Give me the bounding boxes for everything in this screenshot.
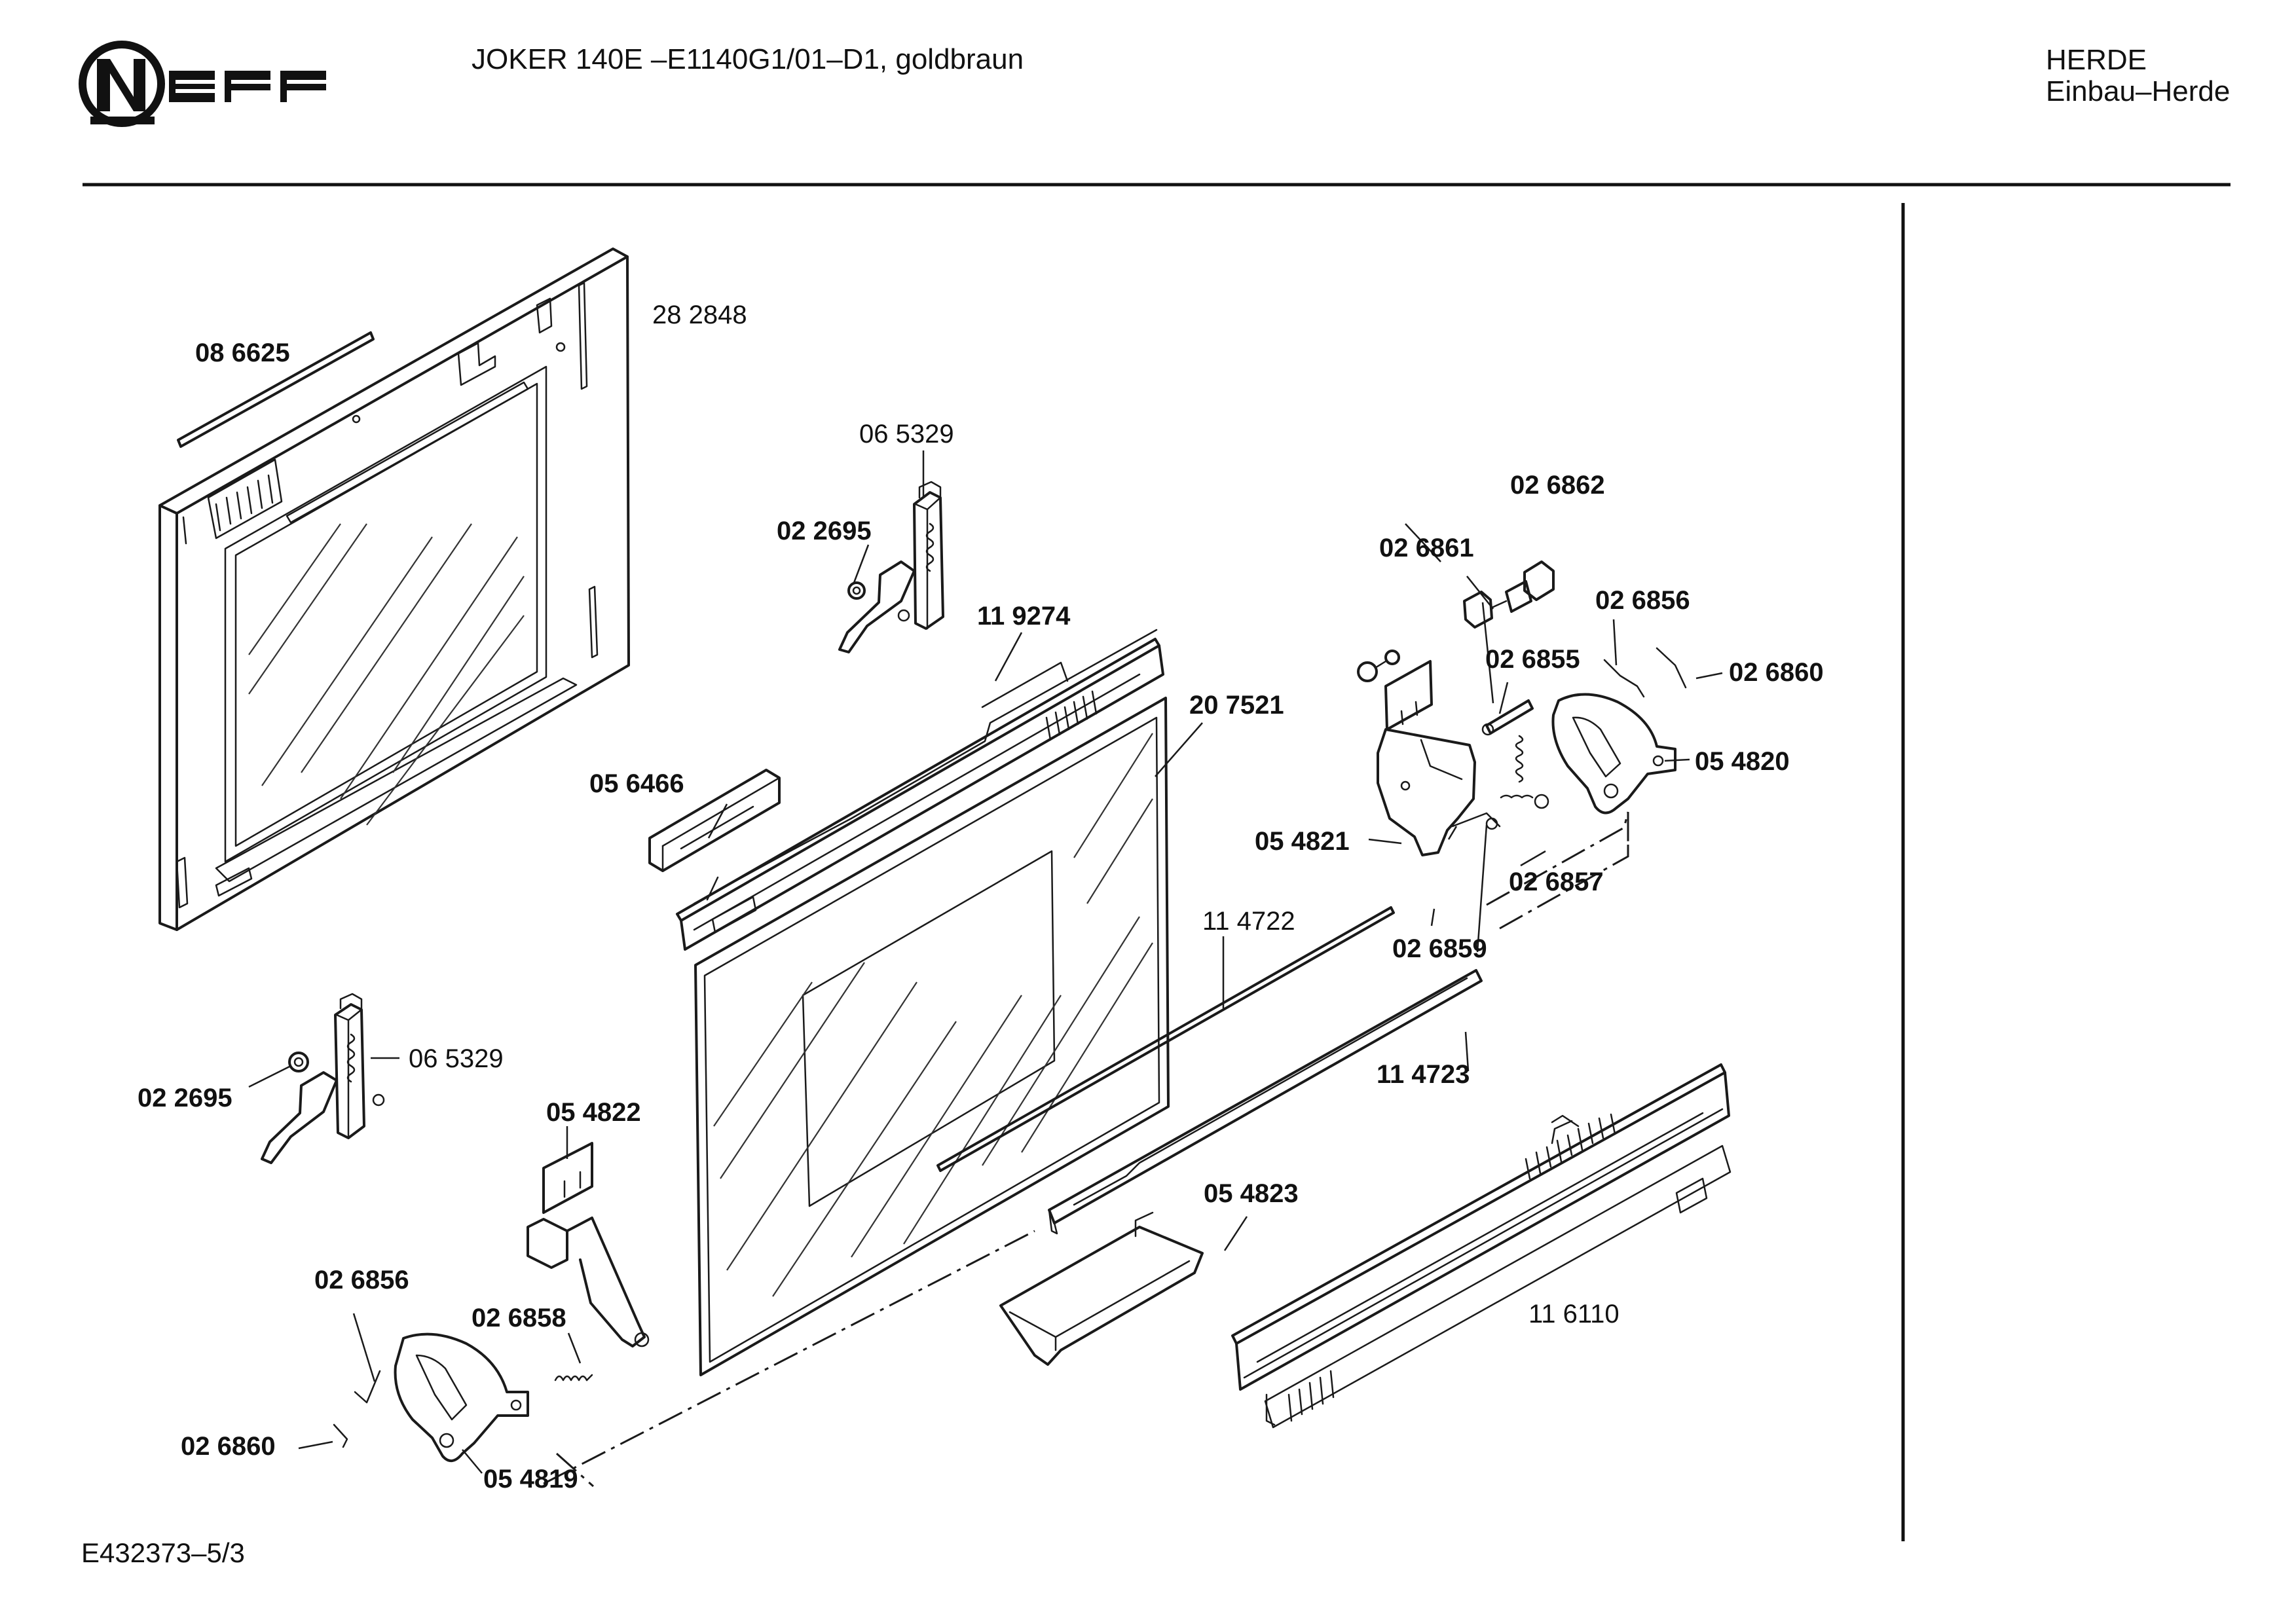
label-054821: 05 4821	[1255, 827, 1350, 856]
assembly-axis-lines	[543, 811, 1629, 1488]
product-category: HERDE Einbau–Herde	[2046, 45, 2230, 107]
label-065329-top: 06 5329	[859, 420, 954, 449]
label-022695-top: 02 2695	[777, 517, 872, 545]
label-026861: 02 6861	[1379, 534, 1474, 562]
part-seal-rod	[936, 906, 1395, 1172]
part-hinge-top	[838, 481, 944, 653]
label-116110: 11 6110	[1528, 1300, 1620, 1328]
part-hinge-left	[261, 993, 385, 1164]
part-spring-026857	[1500, 735, 1549, 809]
part-end-cap-left	[648, 769, 781, 872]
label-026862: 02 6862	[1510, 471, 1605, 500]
part-bottom-handle-assembly	[1231, 1063, 1731, 1429]
part-door-handle-profile	[676, 629, 1164, 951]
part-cam-wheel-left	[394, 1332, 529, 1462]
label-054822: 05 4822	[546, 1098, 641, 1127]
part-bracket-054821	[1377, 660, 1476, 856]
label-022695-left: 02 2695	[138, 1084, 232, 1112]
part-end-cap-bottom	[999, 1211, 1204, 1366]
part-clip-left-026856	[354, 1370, 381, 1404]
label-282848: 28 2848	[652, 301, 747, 329]
label-026859: 02 6859	[1392, 934, 1487, 963]
label-026860-left: 02 6860	[181, 1432, 276, 1461]
part-trim-strip	[1048, 969, 1483, 1235]
label-026857: 02 6857	[1509, 868, 1604, 896]
label-026856-right: 02 6856	[1595, 586, 1690, 615]
label-086625: 08 6625	[195, 339, 290, 367]
document-title: JOKER 140E –E1140G1/01–D1, goldbraun	[472, 43, 1024, 75]
part-bolt-026862	[1505, 560, 1555, 613]
label-054819: 05 4819	[483, 1465, 578, 1493]
label-065329-left: 06 5329	[409, 1044, 504, 1073]
neff-logo	[79, 41, 326, 127]
category-line-2: Einbau–Herde	[2046, 75, 2231, 107]
label-056466: 05 6466	[589, 769, 684, 798]
label-054820: 05 4820	[1695, 747, 1790, 776]
label-026856-left: 02 6856	[314, 1266, 409, 1294]
part-pin-026855	[1481, 699, 1534, 736]
label-026860-right: 02 6860	[1729, 658, 1824, 687]
part-link-026859	[1451, 812, 1501, 830]
label-114722: 11 4722	[1202, 907, 1295, 936]
leader-lines	[248, 450, 1723, 1474]
part-seal-strip-top	[177, 331, 375, 448]
part-washer-left	[288, 1052, 309, 1072]
part-bracket-left	[527, 1142, 650, 1347]
label-026855: 02 6855	[1485, 645, 1580, 674]
category-line-1: HERDE	[2046, 44, 2147, 76]
part-spring-left	[554, 1374, 593, 1382]
part-clip-026860-right	[1656, 647, 1687, 689]
label-207521: 20 7521	[1189, 691, 1284, 720]
part-cam-wheel-054820	[1551, 693, 1676, 815]
part-clip-026856-right	[1603, 659, 1645, 698]
label-026858: 02 6858	[472, 1304, 566, 1332]
label-119274: 11 9274	[977, 602, 1071, 631]
part-washer-top	[847, 581, 866, 600]
part-door-glass-panel	[694, 697, 1170, 1376]
part-inner-door-frame	[158, 247, 630, 931]
label-114723: 11 4723	[1377, 1060, 1470, 1089]
part-clip-left-026860	[333, 1423, 348, 1448]
label-054823: 05 4823	[1204, 1179, 1299, 1208]
drawing-code: E432373–5/3	[81, 1537, 245, 1568]
part-screw-026861	[1357, 591, 1508, 682]
